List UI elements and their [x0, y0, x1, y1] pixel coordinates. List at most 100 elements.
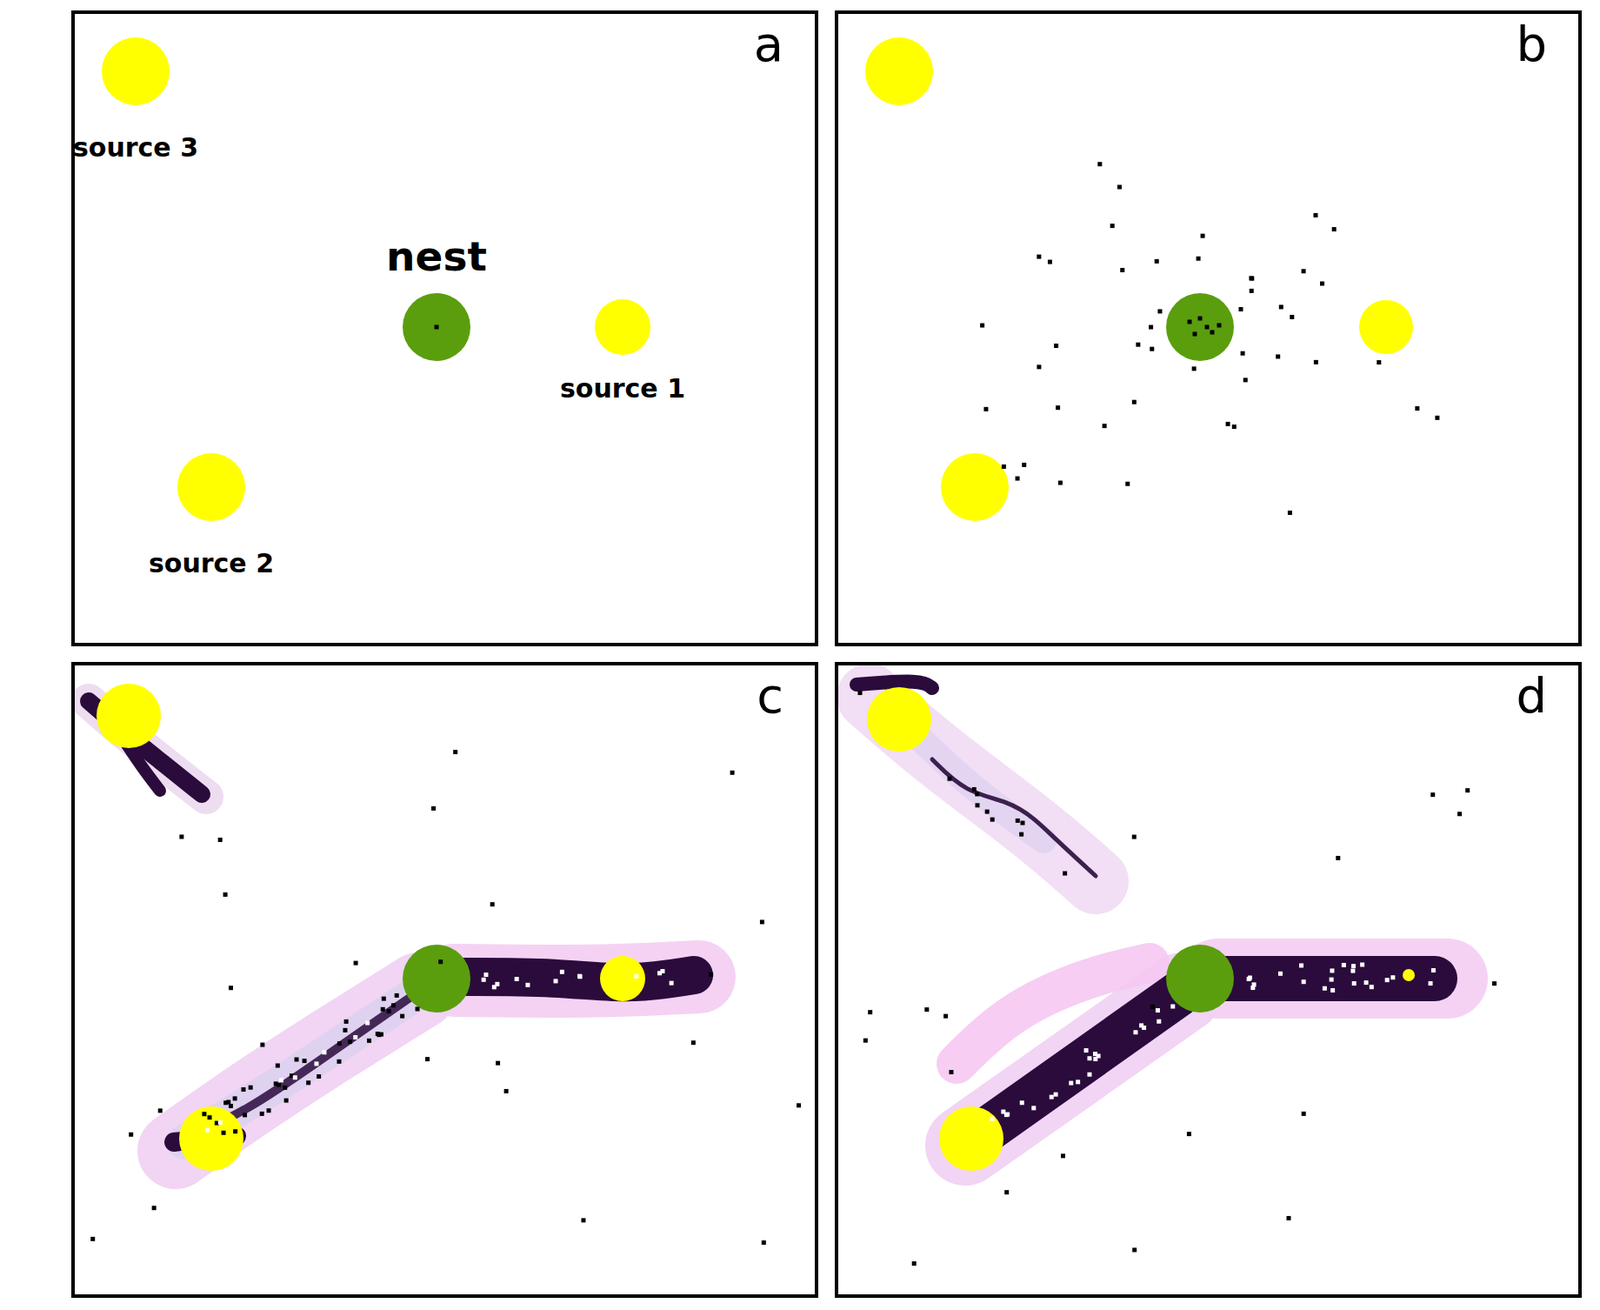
panel-letter: b — [1515, 17, 1547, 72]
ant-dot — [1135, 342, 1140, 347]
panel-letter: a — [753, 17, 784, 72]
ant-dot — [240, 1086, 246, 1092]
ant-dot — [380, 1006, 386, 1012]
ant-dot — [1205, 325, 1210, 330]
panel-frame: a source 3 nest source 1 source 2 — [71, 10, 819, 647]
ant-dot — [947, 776, 953, 781]
ant-dot — [1062, 871, 1067, 876]
ant-dot — [158, 1107, 163, 1113]
ant-dot — [657, 970, 662, 975]
ant-dot — [1097, 161, 1102, 167]
ant-dot — [1329, 977, 1334, 982]
ant-dot — [1243, 377, 1248, 382]
ant-dot — [1301, 1111, 1307, 1116]
ant-dot — [1058, 480, 1063, 486]
ant-dot — [1313, 213, 1318, 218]
ant-dot — [1329, 967, 1334, 973]
ant-dot — [1232, 424, 1237, 429]
ant-dot — [1301, 979, 1307, 984]
ant-dot — [1157, 308, 1162, 314]
ant-dot — [316, 1073, 321, 1079]
ant-dot — [375, 1031, 380, 1036]
ant-dot — [1247, 975, 1253, 980]
ant-dot — [179, 833, 184, 839]
pheromone-trail — [969, 993, 1179, 1142]
spot-shape — [402, 293, 471, 361]
ant-dot — [282, 1085, 287, 1090]
ant-dot — [242, 1112, 247, 1117]
ant-dot — [1193, 332, 1198, 337]
ant-dot — [1036, 254, 1041, 260]
ant-dot — [1149, 346, 1154, 352]
ant-dot — [1102, 423, 1107, 428]
ant-dot — [1192, 366, 1197, 371]
ant-dot — [1492, 980, 1497, 986]
ant-dot — [867, 1009, 873, 1014]
ant-dot — [1299, 962, 1304, 967]
spot-label: nest — [386, 233, 487, 280]
ant-dot — [366, 1038, 372, 1043]
ant-dot — [730, 770, 735, 775]
ant-dot — [1369, 984, 1374, 989]
ant-dot — [336, 1059, 341, 1064]
ant-dot — [1313, 360, 1319, 365]
ant-dot — [391, 1002, 396, 1007]
ant-dot — [1110, 223, 1115, 228]
ant-dot — [90, 1236, 95, 1241]
ant-dot — [1249, 288, 1254, 294]
spot-shape — [594, 299, 651, 355]
ant-dot — [1250, 985, 1255, 990]
pheromone-trail — [932, 759, 1096, 876]
ant-dot — [438, 959, 443, 964]
ant-dot — [1434, 415, 1440, 420]
ant-dot — [275, 1063, 280, 1068]
ant-dot — [1286, 1215, 1291, 1220]
food-source: source 3 — [73, 37, 199, 162]
food-source-circle — [940, 453, 1009, 521]
ant-dot — [1086, 1072, 1092, 1077]
spot-circle — [177, 453, 246, 521]
nest-marker: nest — [386, 233, 487, 361]
ant-dot — [1457, 811, 1462, 816]
ant-dot — [1068, 1080, 1074, 1086]
food-source-circle — [96, 683, 161, 748]
panel-illustration — [865, 37, 1440, 521]
ant-dot — [1084, 1047, 1089, 1053]
ant-dot — [1335, 855, 1340, 860]
ant-dot — [353, 1034, 358, 1040]
ant-dot — [1364, 980, 1369, 985]
food-source: source 1 — [560, 299, 686, 403]
ant-dot — [1120, 267, 1125, 273]
ant-dot — [1075, 1079, 1080, 1084]
spot-label: source 2 — [148, 548, 274, 578]
ant-dot — [1196, 256, 1201, 261]
ant-dot — [1020, 820, 1025, 826]
panel-frame: d — [834, 661, 1582, 1298]
ant-dot — [1287, 510, 1293, 515]
ant-dot — [337, 1040, 342, 1046]
ant-dot — [205, 1127, 210, 1133]
ant-dot — [990, 1116, 995, 1121]
panel-frame: c — [71, 661, 819, 1298]
ant-dot — [761, 1240, 767, 1245]
ant-dot — [924, 1006, 929, 1012]
ant-dot — [1376, 360, 1381, 365]
ant-dot — [1015, 476, 1020, 481]
ant-dot — [365, 1020, 370, 1026]
pheromone-trail — [1224, 955, 1435, 1001]
ant-dot — [1301, 268, 1307, 274]
ant-dot — [1249, 276, 1254, 281]
ant-dot — [1385, 977, 1390, 982]
ant-dot — [481, 977, 487, 982]
ant-dot — [313, 1060, 319, 1066]
ant-dot — [633, 973, 639, 979]
ant-dot — [425, 1056, 430, 1061]
ant-dot — [293, 1074, 298, 1080]
ant-dot — [228, 1103, 234, 1108]
ant-dot — [342, 1027, 347, 1033]
ant-dot — [128, 1132, 134, 1137]
ant-dot — [1170, 1004, 1175, 1009]
food-source-circle — [865, 37, 934, 106]
ant-dot — [669, 980, 674, 986]
